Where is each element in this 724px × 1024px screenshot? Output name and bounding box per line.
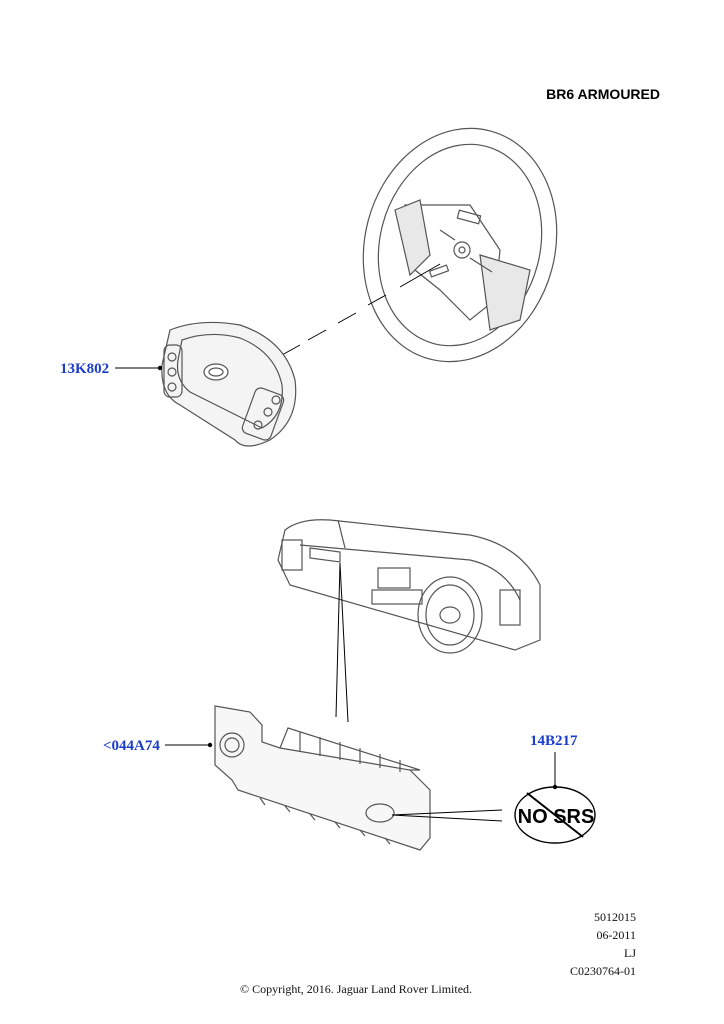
callout-14B217[interactable]: 14B217	[530, 733, 578, 749]
no-srs-label-illustration	[514, 786, 596, 844]
meta-code: 5012015	[594, 910, 636, 924]
meta-initials: LJ	[624, 946, 636, 960]
passenger-airbag-illustration	[214, 705, 431, 851]
copyright: © Copyright, 2016. Jaguar Land Rover Lim…	[239, 982, 473, 996]
meta-reference: C0230764-01	[570, 964, 636, 978]
meta-date: 06-2011	[596, 928, 636, 942]
steering-wheel-illustration	[362, 127, 558, 363]
callout-044A74[interactable]: <044A74	[103, 738, 160, 754]
diagram-title: BR6 ARMOURED	[546, 86, 660, 102]
callout-13K802[interactable]: 13K802	[60, 361, 110, 377]
no-srs-label-text: NO SRS	[518, 806, 595, 828]
assembly-line	[281, 263, 441, 356]
dashboard-illustration	[277, 519, 541, 654]
driver-airbag-illustration	[161, 321, 297, 447]
